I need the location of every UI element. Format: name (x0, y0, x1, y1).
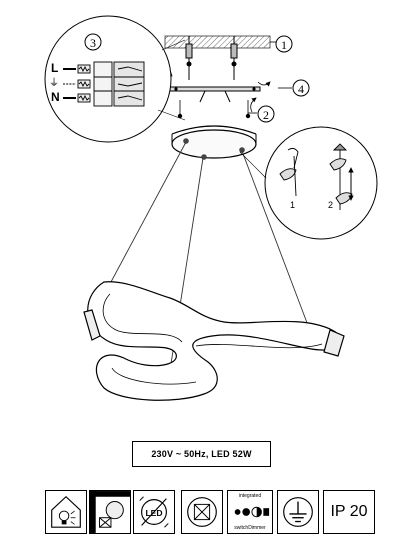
lamp-body (83, 281, 345, 401)
canopy (171, 125, 257, 160)
callout-2: 2 (257, 105, 275, 123)
no-insulation-cover-icon (181, 490, 223, 534)
rotate-arrows (159, 71, 271, 113)
svg-text:4: 4 (298, 82, 304, 96)
integrated-dimmer-icon: integrated switchDimmer (227, 490, 273, 534)
screws (186, 61, 237, 80)
adjustment-detail: 1 2 (239, 126, 378, 240)
crossed-box-icon (187, 497, 217, 527)
indoor-use-icon (45, 490, 87, 534)
dimmer-dots-icon (234, 506, 270, 518)
live-label: L (51, 61, 58, 75)
wall-anchors (185, 36, 238, 62)
bracket-screws (177, 100, 251, 119)
callout-lines (248, 41, 292, 114)
callout-3: 3 (90, 36, 96, 50)
wiring-detail: 3 L ⏚ N (44, 15, 186, 143)
led-crossed-icon: LED (139, 496, 169, 528)
svg-text:2: 2 (263, 108, 269, 122)
hand-step-2 (329, 143, 354, 210)
integrated-label: integrated (238, 493, 262, 499)
ceiling-spot-icon (90, 491, 130, 533)
house-bulb-icon (51, 495, 81, 528)
earth-symbol: ⏚ (49, 77, 59, 89)
wire-connectors (63, 61, 145, 107)
protection-class-1-icon (277, 490, 319, 534)
step-2-label: 2 (328, 200, 333, 210)
earth-ground-icon (283, 497, 313, 527)
spec-label: 230V ~ 50Hz, LED 52W (132, 441, 271, 467)
hand-step-1 (279, 147, 299, 197)
callout-4: 4 (292, 79, 310, 97)
ip-rating-label: IP 20 (330, 503, 368, 520)
mounting-bracket (169, 86, 261, 103)
neutral-label: N (51, 90, 60, 104)
svg-text:1: 1 (281, 38, 287, 52)
no-covering-icon (89, 490, 131, 534)
step-1-label: 1 (290, 200, 295, 210)
switch-dimmer-label: switchDimmer (234, 525, 266, 531)
ip-rating-badge: IP 20 (323, 490, 375, 534)
callout-1: 1 (275, 35, 293, 53)
led-not-replaceable-icon: LED (133, 490, 175, 534)
